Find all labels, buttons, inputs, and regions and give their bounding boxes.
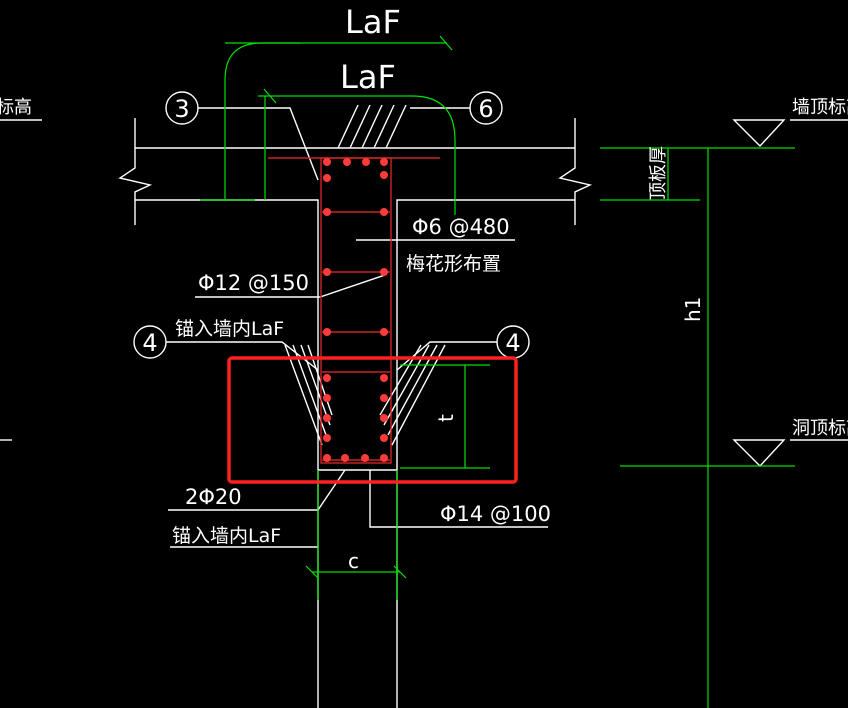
bubble-4-right-label: 4 [505, 329, 520, 357]
wall-top-elev-label: 墙顶标高 [792, 97, 848, 118]
stirrup-spec: Φ14 @100 [440, 502, 551, 526]
dim-t-label: t [434, 414, 458, 422]
opening-top-elev-label: 洞顶标高 [792, 418, 848, 439]
laf-label-second: LaF [340, 58, 396, 96]
bubble-3-label: 3 [174, 95, 189, 123]
laf-label-top: LaF [345, 3, 401, 41]
highlight-box [227, 356, 518, 484]
dimension-lines [200, 35, 795, 708]
slab-thickness-label: 顶板厚 [648, 146, 669, 200]
dim-c-label: c [348, 549, 359, 573]
tie-note: 梅花形布置 [406, 253, 501, 275]
bar-spec-150: Φ12 @150 [198, 271, 309, 295]
anchor-note-2: 锚入墙内LaF [172, 525, 281, 547]
anchor-note-1: 锚入墙内LaF [175, 318, 284, 340]
bottom-bars-spec: 2Φ20 [185, 485, 242, 509]
left-edge-label: 标高 [0, 97, 32, 118]
rebar-bars [323, 158, 388, 462]
bubble-6-label: 6 [478, 95, 493, 123]
tie-spec: Φ6 @480 [412, 215, 510, 239]
concrete-outline [0, 91, 848, 708]
bubble-4-left-label: 4 [142, 329, 157, 357]
dim-h1-label: h1 [681, 297, 705, 322]
stirrups [268, 157, 440, 464]
